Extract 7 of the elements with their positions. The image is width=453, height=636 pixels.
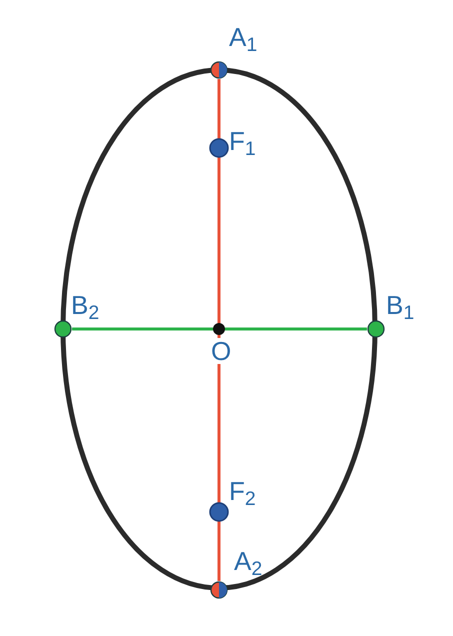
point-label: B$_{2}$	[71, 292, 100, 318]
point-label: O	[211, 338, 232, 364]
point-label: B$_{1}$	[386, 292, 414, 318]
line-segment	[218, 79, 220, 581]
point-label: A$_{1}$	[229, 24, 258, 50]
point-label: A$_{2}$	[234, 548, 262, 574]
line-segment	[72, 328, 367, 330]
